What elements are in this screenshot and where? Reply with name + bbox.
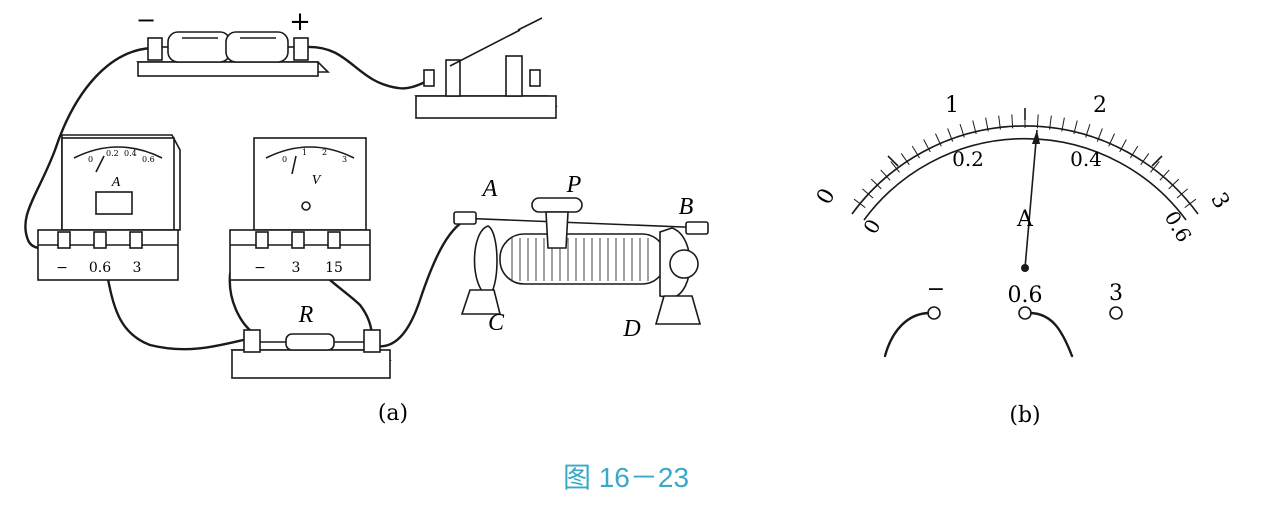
voltmeter: V 0 1 2 3 − 3 15	[229, 137, 371, 281]
dial-minor-tick	[1049, 115, 1052, 130]
terminal-0-6-label: 0.6	[1008, 283, 1043, 308]
rheostat-label-C: C	[488, 310, 505, 336]
meter-dial: 0 1 2 3 0 0.2 0.4 0.6 A − 0.6 3	[812, 93, 1234, 358]
dial-minor-tick	[985, 117, 989, 132]
voltmeter-symbol: V	[312, 173, 322, 188]
dial-minor-tick	[1168, 178, 1180, 190]
meter-needle-arrow	[1032, 130, 1040, 144]
meter-symbol: A	[1016, 207, 1034, 232]
ammeter-symbol: A	[111, 175, 121, 190]
ammeter-scale-0: 0	[88, 155, 93, 164]
resistor-label: R	[298, 302, 314, 328]
dial-minor-tick	[935, 133, 942, 147]
dial-inner-0-6: 0.6	[1160, 207, 1197, 247]
voltmeter-scale-2: 2	[322, 148, 327, 157]
dial-major-tick-3	[1151, 155, 1163, 167]
dial-minor-tick	[1140, 153, 1150, 166]
wire-b-minus	[883, 311, 930, 358]
meter-needle	[1024, 129, 1038, 269]
dial-outer-0: 0	[812, 184, 841, 209]
dial-minor-tick	[1184, 198, 1197, 209]
ammeter-terminal-minus: −	[56, 260, 68, 276]
voltmeter-scale-0: 0	[282, 155, 287, 164]
dial-minor-tick	[1176, 188, 1188, 199]
dial-inner-0-4: 0.4	[1070, 147, 1102, 171]
voltmeter-terminal-3: 3	[292, 260, 301, 276]
dial-minor-tick	[890, 161, 900, 173]
dial-ticks	[853, 114, 1197, 209]
dial-minor-tick	[911, 145, 921, 159]
voltmeter-terminal-minus: −	[254, 260, 266, 276]
rheostat: A P B C D	[453, 172, 709, 342]
dial-inner-0: 0	[858, 215, 885, 238]
terminal-3	[1109, 306, 1123, 320]
figure-caption: 图 16－23	[563, 462, 689, 493]
terminal-minus	[927, 306, 941, 320]
resistor: R	[230, 302, 392, 379]
needle-pivot	[1021, 264, 1029, 272]
rheostat-label-A: A	[481, 176, 498, 202]
voltmeter-terminal-15: 15	[325, 260, 343, 276]
terminal-3-label: 3	[1109, 281, 1123, 306]
panel-b-label: (b)	[1009, 403, 1040, 428]
knife-switch	[414, 17, 558, 119]
dial-outer-1: 1	[945, 93, 959, 118]
battery: − +	[136, 6, 330, 77]
dial-minor-tick	[870, 178, 882, 190]
dial-minor-tick	[959, 123, 965, 138]
battery-plus-label: +	[289, 7, 311, 37]
dial-minor-tick	[1073, 120, 1078, 135]
dial-minor-tick	[853, 198, 866, 209]
dial-minor-tick	[972, 120, 977, 135]
wire-resistor-rheostat	[370, 216, 472, 348]
panel-a-label: (a)	[378, 401, 408, 426]
dial-minor-tick	[1108, 133, 1115, 147]
dial-minor-tick	[947, 128, 954, 142]
dial-minor-tick	[1159, 169, 1170, 181]
wire-battery-ammeter	[24, 46, 154, 250]
dial-inner-0-2: 0.2	[952, 147, 984, 171]
dial-minor-tick	[1119, 139, 1127, 153]
dial-minor-tick	[1096, 128, 1103, 142]
dial-minor-tick	[1061, 117, 1065, 132]
dial-outer-2: 2	[1093, 93, 1107, 118]
dial-minor-tick	[923, 139, 931, 153]
ammeter: A 0 0.2 0.4 0.6 − 0.6 3	[37, 134, 181, 281]
dial-minor-tick	[1036, 114, 1039, 129]
ammeter-terminal-3: 3	[133, 260, 142, 276]
voltmeter-scale-1: 1	[302, 148, 307, 157]
dial-minor-tick	[862, 188, 874, 199]
dial-minor-tick	[998, 115, 1001, 130]
ammeter-scale-3: 0.6	[142, 155, 155, 164]
dial-minor-tick	[1129, 145, 1139, 159]
rheostat-label-D: D	[622, 316, 640, 342]
ammeter-scale-1: 0.2	[106, 149, 119, 158]
voltmeter-scale-3: 3	[342, 155, 347, 164]
battery-minus-label: −	[136, 6, 156, 34]
dial-minor-tick	[1085, 123, 1091, 138]
ammeter-scale-2: 0.4	[124, 149, 137, 158]
dial-minor-tick	[1011, 114, 1014, 129]
dial-major-tick-1	[887, 155, 899, 167]
dial-outer-3: 3	[1205, 188, 1234, 213]
rheostat-label-P: P	[566, 172, 582, 198]
wire-battery-switch	[304, 45, 432, 90]
rheostat-label-B: B	[679, 194, 694, 220]
dial-minor-tick	[880, 169, 891, 181]
ammeter-terminal-0-6: 0.6	[89, 260, 111, 276]
wire-b-0-6	[1029, 311, 1074, 358]
dial-minor-tick	[900, 153, 910, 166]
terminal-minus-label: −	[927, 277, 945, 302]
dial-minor-tick	[1150, 161, 1160, 173]
terminal-0-6	[1018, 306, 1032, 320]
